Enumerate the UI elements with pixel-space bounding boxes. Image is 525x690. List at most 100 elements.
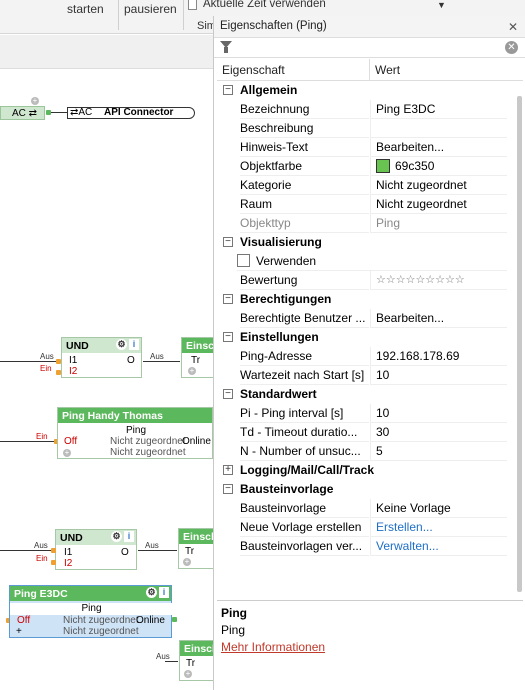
property-row-bewertung[interactable]: Bewertung☆☆☆☆☆☆☆☆☆ [217,271,523,290]
input-pin[interactable] [51,560,56,565]
collapse-icon[interactable]: − [223,294,233,304]
section-visualisierung[interactable]: −Visualisierung [217,233,523,252]
connection-wire [51,112,67,113]
und-block[interactable]: UND ⚙ i I1 I2 O [55,529,137,570]
ping-handy-block[interactable]: Ping Handy Thomas Ping Off Nicht zugeord… [57,407,213,459]
ping-e3dc-block[interactable]: Ping E3DC ⚙ i Ping Off Nicht zugeordnet … [9,585,173,638]
gear-icon[interactable]: ⚙ [116,339,127,350]
section-allgemein[interactable]: −Allgemein [217,81,523,100]
property-value[interactable]: 10 [370,404,507,423]
verwenden-checkbox[interactable] [237,254,250,267]
create-template-link[interactable]: Erstellen... [370,518,507,537]
input-pin[interactable] [56,359,61,364]
property-row-ping-interval[interactable]: Pi - Ping interval [s]10 [217,404,523,423]
property-value[interactable]: Bearbeiten... [370,309,507,328]
column-header-value: Wert [375,63,401,77]
ping-e3dc-subtitle: Ping [10,603,173,615]
section-bausteinvorlage[interactable]: −Bausteinvorlage [217,480,523,499]
aus-label: Aus [156,652,170,661]
section-berechtigungen[interactable]: −Berechtigungen [217,290,523,309]
collapse-icon[interactable]: − [223,389,233,399]
input-tr: Tr [186,658,196,669]
section-label: Einstellungen [240,330,319,344]
manage-templates-link[interactable]: Verwalten... [370,537,507,556]
output-pin[interactable] [172,617,177,622]
property-value[interactable]: 10 [370,366,507,385]
add-input-icon[interactable]: + [184,669,192,678]
property-row-berechtigte-benutzer[interactable]: Berechtigte Benutzer ...Bearbeiten... [217,309,523,328]
collapse-icon[interactable]: − [223,85,233,95]
einsch-block-header: Einsch [182,338,220,353]
und-block-title: UND [66,340,89,352]
close-icon[interactable]: ✕ [507,20,518,34]
collapse-icon[interactable]: − [223,237,233,247]
expand-icon[interactable]: + [223,465,233,475]
gear-icon[interactable]: ⚙ [146,587,157,598]
add-input-icon[interactable]: + [188,366,196,375]
property-grid-scrollbar[interactable] [517,96,522,592]
add-input-icon[interactable]: + [183,557,191,566]
use-current-time-checkbox[interactable] [188,0,197,10]
property-value[interactable]: 30 [370,423,507,442]
start-button[interactable]: starten [67,2,104,16]
ping-e3dc-title: Ping E3DC [14,588,68,600]
info-icon[interactable]: i [124,531,134,542]
collapse-icon[interactable]: − [223,332,233,342]
more-information-link[interactable]: Mehr Informationen [221,640,326,654]
chevron-down-icon[interactable]: ▼ [437,0,446,10]
pause-button[interactable]: pausieren [124,2,177,16]
property-value[interactable]: 5 [370,442,507,461]
property-value[interactable] [370,119,507,138]
add-input-icon[interactable]: + [16,626,22,637]
output-pin[interactable] [46,110,51,115]
property-value[interactable]: 69c350 [370,157,507,176]
property-row-timeout[interactable]: Td - Timeout duratio...30 [217,423,523,442]
section-standardwert[interactable]: −Standardwert [217,385,523,404]
add-input-icon[interactable]: + [63,448,71,457]
info-icon[interactable]: i [129,339,139,350]
property-value[interactable]: Ping E3DC [370,100,507,119]
add-input-icon[interactable]: + [31,96,39,105]
section-einstellungen[interactable]: −Einstellungen [217,328,523,347]
input-pin[interactable] [56,370,61,375]
color-swatch[interactable] [376,159,390,173]
rating-stars[interactable]: ☆☆☆☆☆☆☆☆☆ [370,271,507,290]
property-row-beschreibung[interactable]: Beschreibung [217,119,523,138]
ein-label: Ein [40,364,52,373]
property-row-vorlagen-verwalten[interactable]: Bausteinvorlagen ver...Verwalten... [217,537,523,556]
property-row-verwenden[interactable]: Verwenden [217,252,523,271]
einsch-block-header: Einsch [179,529,217,544]
input-pin[interactable] [51,548,56,553]
ac-output-block[interactable]: AC ⇄ [0,106,45,120]
property-value[interactable]: Nicht zugeordnet [370,195,507,214]
property-name: Objektfarbe [240,157,369,176]
input-pin[interactable] [6,618,11,623]
property-value[interactable]: Nicht zugeordnet [370,176,507,195]
api-connector-block[interactable]: ⇄AC API Connector [67,107,195,119]
property-value[interactable]: Keine Vorlage [370,499,507,518]
property-row-wartezeit[interactable]: Wartezeit nach Start [s]10 [217,366,523,385]
und-block[interactable]: UND ⚙ i I1 I2 O [61,337,142,378]
property-filter-bar[interactable]: ✕ [214,38,525,58]
einschaltverzoegerung-block[interactable]: Einsch Tr + [178,528,218,569]
property-grid-header: Eigenschaft Wert [217,59,523,81]
section-logging[interactable]: +Logging/Mail/Call/Track [217,461,523,480]
properties-panel: Eigenschaften (Ping) ✕ ✕ Eigenschaft Wer… [213,16,525,690]
property-value[interactable]: Bearbeiten... [370,138,507,157]
property-value[interactable]: 192.168.178.69 [370,347,507,366]
gear-icon[interactable]: ⚙ [111,531,122,542]
clear-filter-icon[interactable]: ✕ [505,41,518,54]
input-pin[interactable] [54,439,59,444]
column-divider[interactable] [369,59,370,81]
info-icon[interactable]: i [159,587,169,598]
property-row-number-unsuccessful[interactable]: N - Number of unsuc...5 [217,442,523,461]
collapse-icon[interactable]: − [223,484,233,494]
